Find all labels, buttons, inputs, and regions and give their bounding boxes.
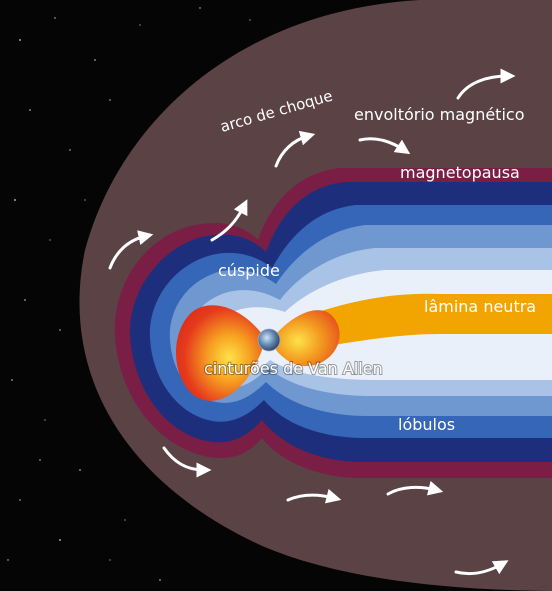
flow-arrow	[274, 130, 316, 168]
lobes-label: lóbulos	[398, 415, 455, 434]
neutral-sheet	[294, 293, 552, 350]
flow-arrow	[108, 230, 154, 270]
neutral-sheet-label: lâmina neutra	[424, 297, 536, 316]
cusp-label: cúspide	[218, 261, 280, 280]
flow-arrow	[162, 446, 212, 478]
flow-arrow	[456, 68, 516, 100]
magnetosheath-label: envoltório magnético	[354, 105, 524, 124]
van-allen-belt-left	[175, 305, 262, 401]
flow-arrow	[210, 199, 248, 242]
van-allen-belt-right	[276, 310, 340, 367]
van-allen-label: cinturões de Van Allen	[204, 359, 383, 378]
stars	[7, 7, 251, 581]
flow-arrows	[108, 68, 516, 576]
magnetopause-label: magnetopausa	[400, 163, 520, 182]
flow-arrow	[358, 137, 411, 155]
earth	[257, 328, 281, 352]
flow-arrow	[286, 488, 342, 504]
flow-arrow	[454, 560, 509, 576]
flow-arrow	[386, 480, 444, 496]
